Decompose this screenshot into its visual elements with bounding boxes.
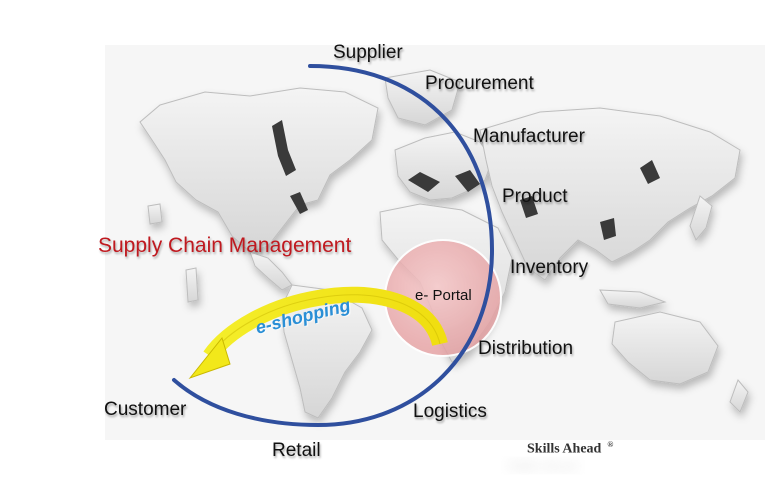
- australia-shape: [611, 311, 719, 385]
- e-shopping-arrow: [188, 286, 448, 380]
- label-supplier: Supplier: [333, 42, 403, 63]
- label-distribution: Distribution: [478, 338, 574, 359]
- central-america-shape: [249, 251, 293, 291]
- island-shape: [147, 203, 163, 225]
- south-america-shape: [281, 284, 373, 419]
- supply-chain-arc: [172, 64, 495, 428]
- e-portal-label: e- Portal: [415, 287, 472, 304]
- label-logistics: Logistics: [413, 401, 487, 422]
- registered-mark: ®: [607, 440, 614, 449]
- label-product: Product: [502, 186, 568, 207]
- brand-reflection: Skills Ahead: [508, 458, 578, 473]
- japan-shape: [689, 195, 713, 241]
- island-shape: [185, 267, 199, 303]
- label-retail: Retail: [272, 440, 321, 461]
- label-customer: Customer: [104, 399, 187, 420]
- brand-label: Skills Ahead ®: [527, 440, 613, 458]
- indonesia-shape: [599, 289, 667, 309]
- arrow-head-icon: [188, 336, 231, 380]
- brand-name: Skills Ahead: [527, 441, 602, 457]
- north-america-shape: [139, 87, 379, 253]
- label-inventory: Inventory: [510, 257, 589, 278]
- asia-shape: [479, 107, 741, 281]
- label-manufacturer: Manufacturer: [473, 126, 585, 147]
- diagram-title: Supply Chain Management: [98, 234, 352, 257]
- label-procurement: Procurement: [425, 73, 534, 94]
- new-zealand-shape: [729, 379, 749, 413]
- map-water-details: [272, 120, 660, 240]
